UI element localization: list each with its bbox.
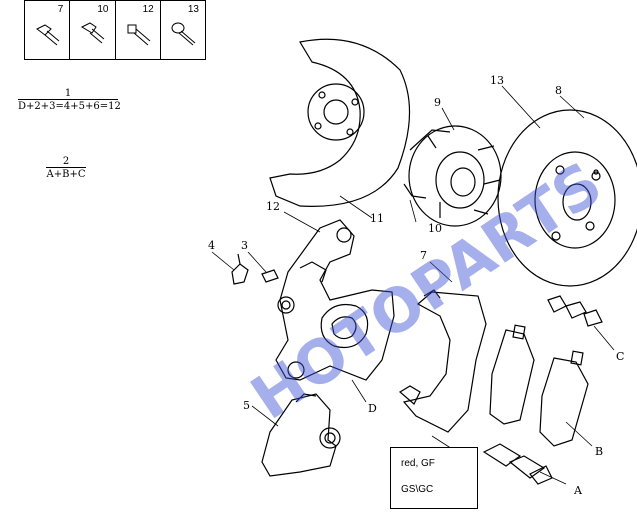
watermark-text: HOTOPARTS [239,149,614,434]
callout-D: D [368,402,377,415]
assembly-formula-2: 2 A+B+C [46,156,86,180]
hardware-number: 7 [57,4,64,15]
dust-shield [269,38,411,207]
callout-13: 13 [490,74,504,87]
hardware-cell-13: 13 [161,1,205,59]
formula-1-bottom: D+2+3=4+5+6=12 [18,99,121,112]
callout-labels: 3 4 5 6 7 8 9 10 11 12 13 A B C D [208,74,624,497]
bleeder-screw [231,253,249,285]
callout-8: 8 [555,84,562,97]
note-line-1: red, GF [401,458,435,469]
hardware-cell-7: 7 [25,1,71,59]
pad-clips-c [547,295,603,327]
callout-7: 7 [420,249,427,262]
wheel-hub [403,125,502,227]
callout-B: B [595,445,603,458]
callout-4: 4 [208,239,215,252]
pad-clips-a [482,443,553,485]
formula-2-bottom: A+B+C [46,167,86,180]
callout-12: 12 [266,200,280,213]
bleeder-cap [261,269,279,283]
hardware-cell-10: 10 [70,1,116,59]
bolt-flange-icon [36,24,60,46]
formula-1-top: 1 [64,88,72,99]
brake-pads [489,324,589,447]
hardware-cell-12: 12 [116,1,161,59]
callout-11: 11 [370,212,384,225]
formula-2-top: 2 [62,156,70,167]
callout-3: 3 [241,239,248,252]
hardware-number: 13 [187,4,199,15]
assembly-formula-1: 1 D+2+3=4+5+6=12 [18,88,121,112]
callout-C: C [616,350,624,363]
hardware-number: 12 [142,4,154,15]
callout-A: A [573,484,583,497]
note-line-2: GS\GC [401,484,434,495]
hardware-number: 10 [97,4,109,15]
caliper-bracket [398,289,487,433]
caliper [275,219,395,381]
variant-note-box: red, GF GS\GC [390,447,478,509]
bolt-guide-pin-icon [127,24,150,46]
callout-10: 10 [428,222,442,235]
screw-countersunk-icon [171,22,196,46]
bolt-hex-icon [81,22,105,44]
brake-rotor [497,109,637,287]
parking-brake-motor [261,393,341,477]
callout-5: 5 [243,399,250,412]
callout-9: 9 [434,96,441,109]
hardware-legend-box: 7 10 12 13 [24,0,206,60]
